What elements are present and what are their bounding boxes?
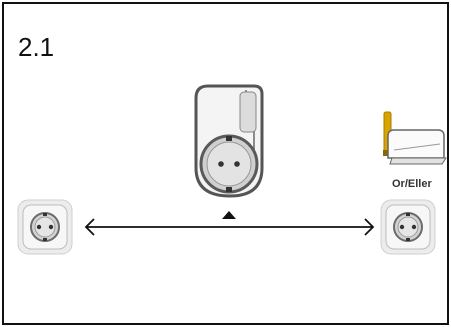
wall-socket-left-icon <box>17 199 73 255</box>
step-number: 2.1 <box>18 32 54 62</box>
wall-socket-right-icon <box>380 199 436 255</box>
or-label: Or/Eller <box>392 178 432 190</box>
diagram-frame <box>2 2 449 325</box>
plug-in-adapter-icon <box>194 84 264 198</box>
gateway-router-icon <box>383 111 447 165</box>
up-arrow-icon <box>222 211 236 219</box>
double-arrow-icon <box>84 218 375 236</box>
